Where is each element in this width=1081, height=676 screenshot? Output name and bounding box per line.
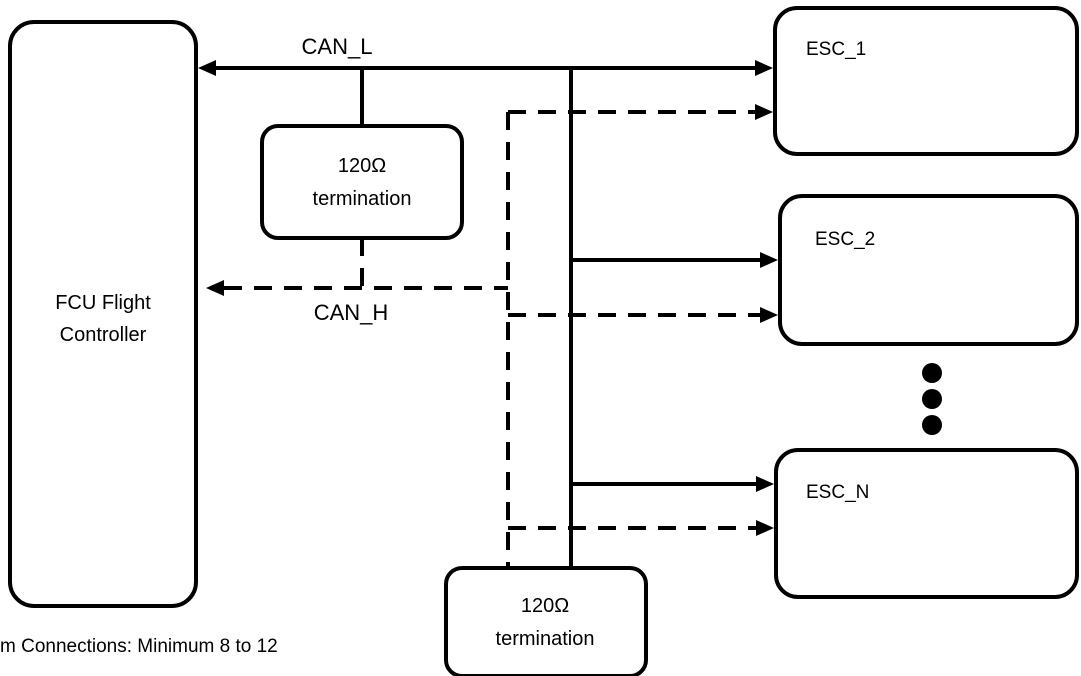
arrowhead-can-h-to-fcu xyxy=(206,280,224,296)
esc-n-label: ESC_N xyxy=(806,482,869,503)
termination-bottom-label-line1: 120Ω xyxy=(521,595,569,617)
termination-resistor-bottom-box xyxy=(444,566,648,676)
termination-top-label-line2: termination xyxy=(313,188,412,210)
arrowhead-can-h-to-esc-2 xyxy=(760,307,778,323)
more-esc-ellipsis xyxy=(922,363,942,435)
can-h-label: CAN_H xyxy=(314,300,389,325)
esc-2-label: ESC_2 xyxy=(815,229,875,250)
termination-bottom-label-line2: termination xyxy=(496,628,595,650)
arrowhead-can-l-to-esc-1 xyxy=(755,60,773,76)
esc-n-box xyxy=(774,448,1079,599)
can-l-bus xyxy=(212,66,762,568)
esc-1-label: ESC_1 xyxy=(806,39,866,60)
arrowhead-can-h-to-esc-1 xyxy=(755,104,773,120)
connections-footnote: m Connections: Minimum 8 to 12 xyxy=(0,636,278,657)
termination-top-label-line1: 120Ω xyxy=(338,155,386,177)
can-l-label: CAN_L xyxy=(302,34,373,59)
arrowhead-can-l-to-esc-2 xyxy=(760,252,778,268)
esc-2-box xyxy=(778,194,1079,346)
fcu-flight-controller-box xyxy=(8,20,198,608)
fcu-label-line2: Controller xyxy=(60,324,147,346)
can-h-bus xyxy=(224,110,762,568)
termination-resistor-top-box xyxy=(260,124,464,240)
fcu-label-line1: FCU Flight xyxy=(55,292,151,314)
arrowhead-can-l-to-esc-n xyxy=(756,476,774,492)
esc-1-box xyxy=(773,6,1079,156)
arrowhead-can-l-to-fcu xyxy=(198,60,216,76)
arrowhead-can-h-to-esc-n xyxy=(756,520,774,536)
